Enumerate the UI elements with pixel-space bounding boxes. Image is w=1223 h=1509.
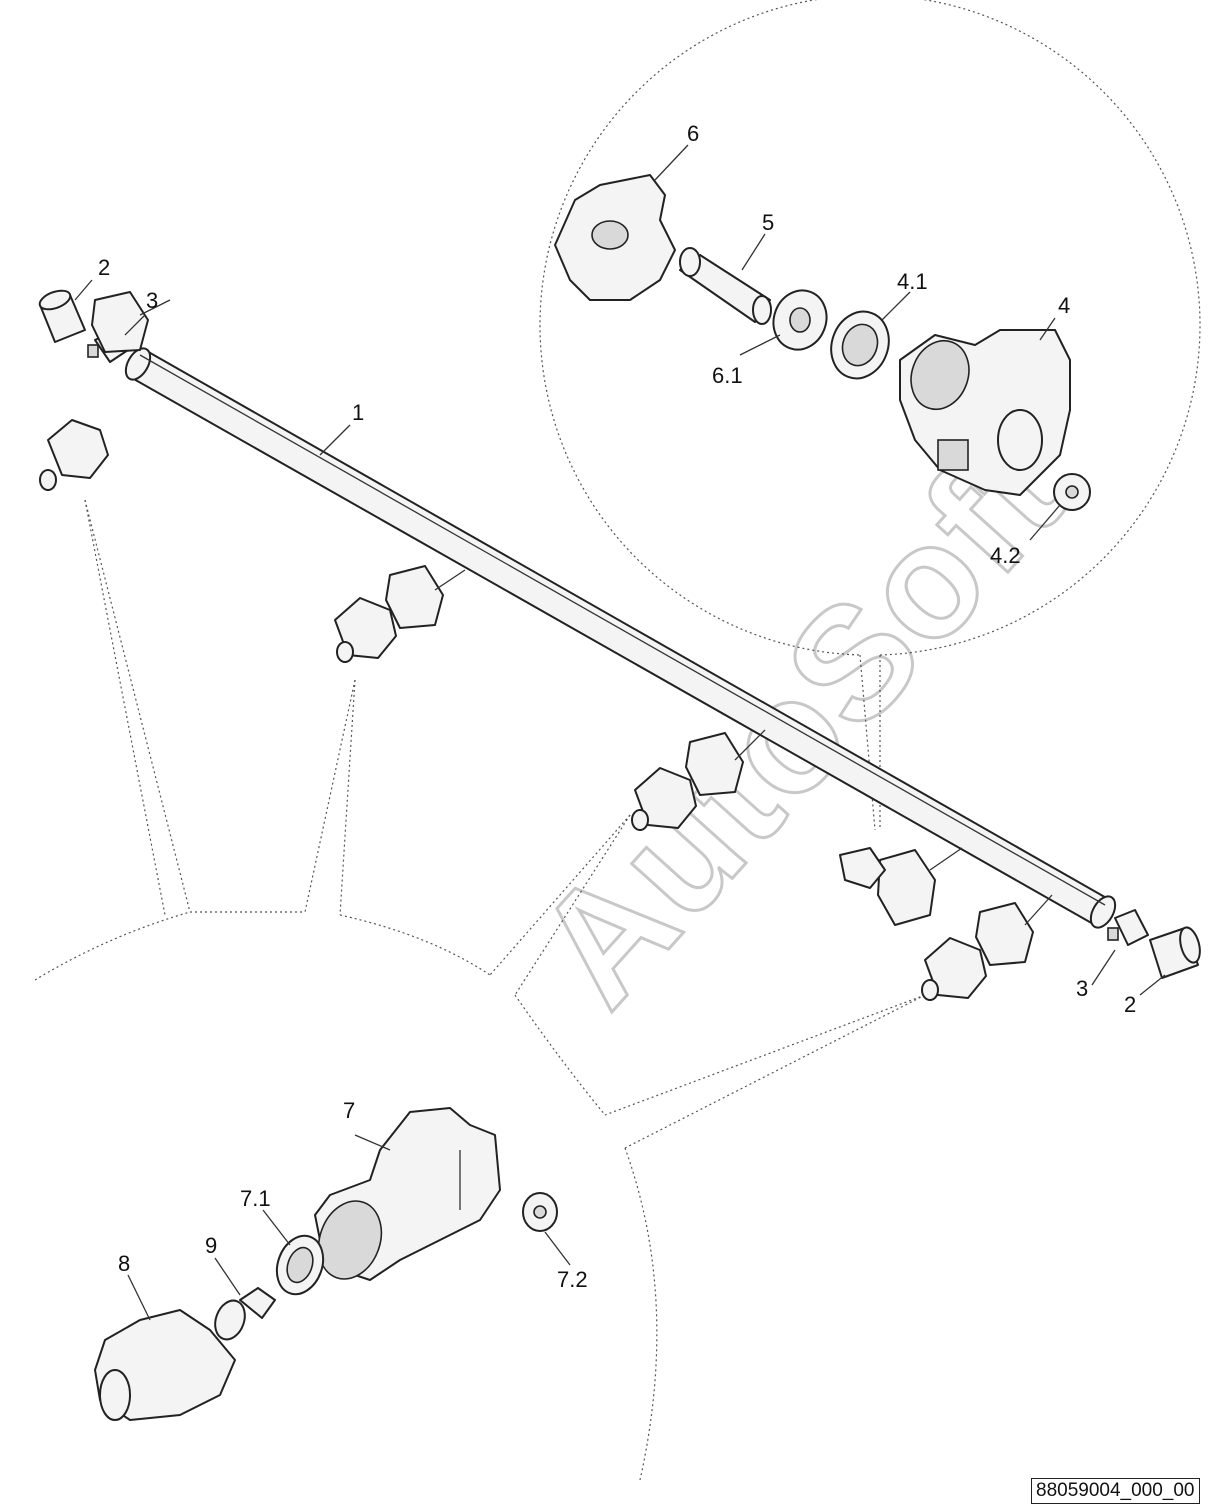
callout-labels: 1 2 3 3 2 4 4.1 4.2 5 6 6.1 7 7.1 7.2 8 … <box>98 121 1136 1292</box>
washer-part-4-2 <box>1053 473 1091 511</box>
callout-7-2: 7.2 <box>557 1267 588 1292</box>
right-end-cap <box>1149 926 1201 979</box>
callout-6: 6 <box>687 121 699 146</box>
callout-4-1: 4.1 <box>897 269 928 294</box>
nozzle-assembly-5 <box>921 894 1053 1001</box>
nozzle-assembly-3 <box>631 729 766 831</box>
reference-code: 88059004_000_00 <box>1031 1478 1200 1504</box>
callout-4: 4 <box>1058 293 1070 318</box>
nozzle-assembly-2 <box>334 565 466 663</box>
right-fitting <box>1107 909 1149 946</box>
callout-3-left: 3 <box>146 288 158 313</box>
callout-7: 7 <box>343 1098 355 1123</box>
callout-2-left: 2 <box>98 255 110 280</box>
nozzle-assembly-1 <box>39 291 171 491</box>
callout-9: 9 <box>205 1233 217 1258</box>
nozzle-cap-part-8 <box>94 1309 236 1421</box>
stem-part-9 <box>214 1287 276 1341</box>
callout-7-1: 7.1 <box>240 1186 271 1211</box>
seal-part-4-1 <box>830 310 890 380</box>
left-end-cap <box>38 289 86 343</box>
clamp-part-7 <box>314 1107 501 1281</box>
knob-part-6 <box>554 174 676 301</box>
callout-5: 5 <box>762 210 774 235</box>
seal-part-7-1 <box>275 1234 325 1296</box>
callout-1: 1 <box>352 400 364 425</box>
callout-4-2: 4.2 <box>990 543 1021 568</box>
nozzle-assembly-4 <box>839 847 963 926</box>
lower-detail-circle <box>34 499 926 1481</box>
stem-part-5 <box>679 247 772 325</box>
callout-8: 8 <box>118 1251 130 1276</box>
callout-6-1: 6.1 <box>712 363 743 388</box>
washer-part-6-1 <box>772 289 828 351</box>
main-pipe <box>124 347 1117 929</box>
callout-leaders <box>74 144 1166 1321</box>
washer-part-7-2 <box>522 1192 558 1232</box>
callout-2-right: 2 <box>1124 992 1136 1017</box>
clamp-body-part-4 <box>899 329 1071 496</box>
callout-3-right: 3 <box>1076 976 1088 1001</box>
